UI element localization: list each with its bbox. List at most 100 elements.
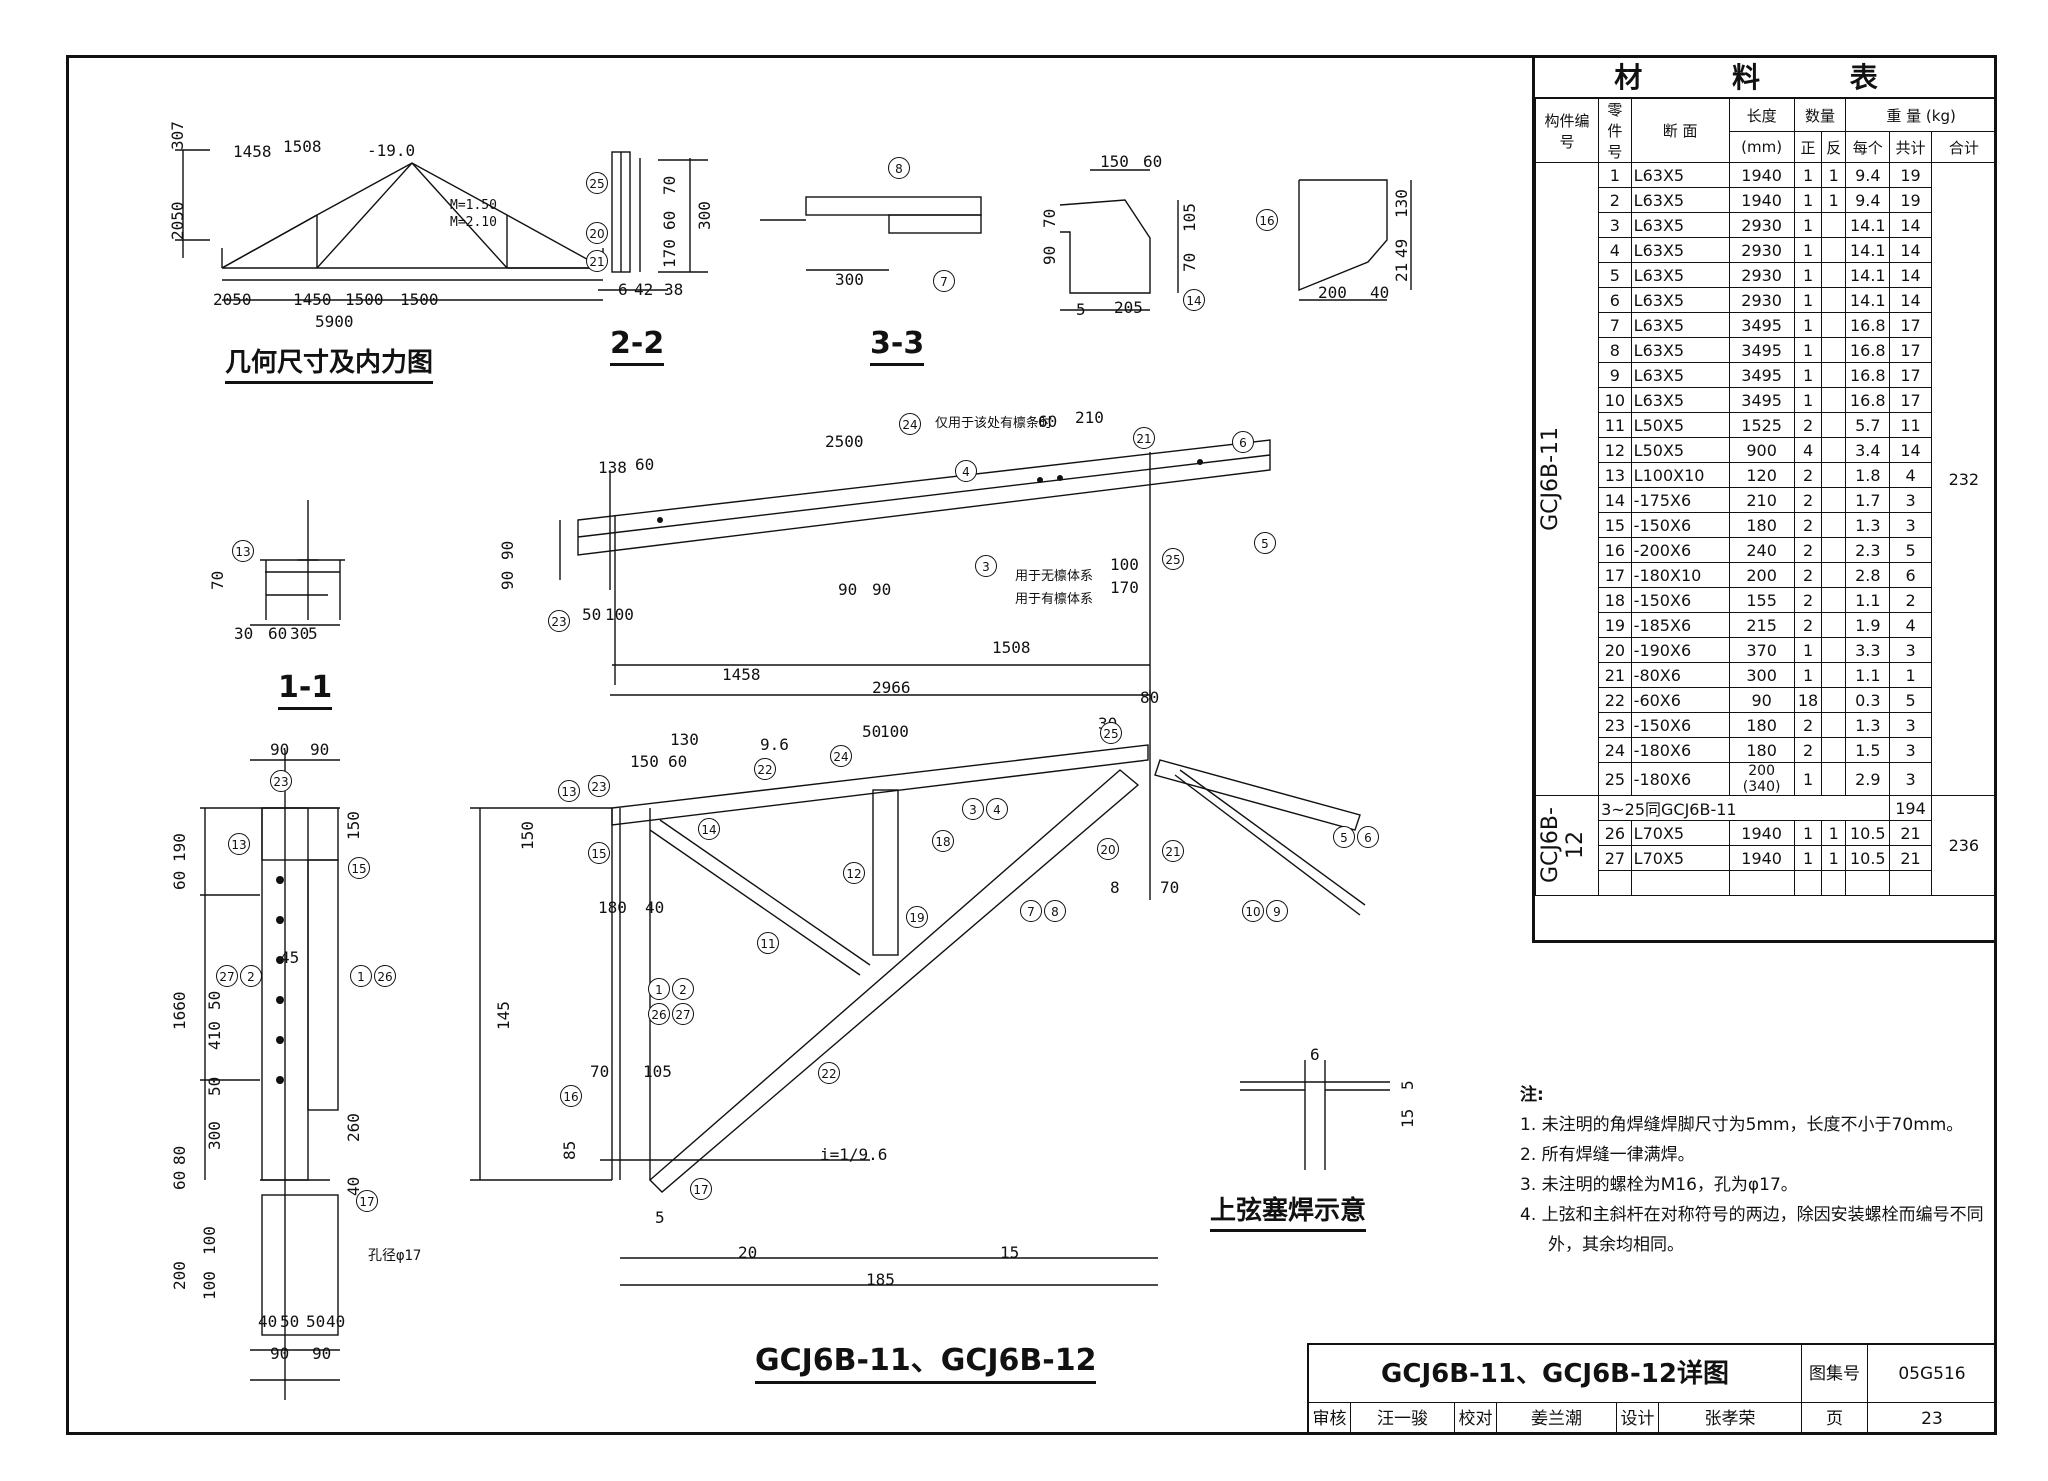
cell-each: 14.1 <box>1845 212 1891 238</box>
cell-no: 7 <box>1598 312 1632 338</box>
part-19-marker: 19 <box>906 906 928 928</box>
cell-sec: L63X5 <box>1630 362 1730 388</box>
sv-dim-90b: 90 <box>310 740 330 759</box>
cell-p: 1 <box>1793 337 1823 363</box>
sv-dim-45: 45 <box>280 948 300 967</box>
cell-sec: L70X5 <box>1630 820 1730 846</box>
p14-dim-70b: 70 <box>1180 252 1199 272</box>
cell-no: 21 <box>1598 662 1632 688</box>
cell-no: 27 <box>1598 845 1632 871</box>
cell-each: 1.9 <box>1845 612 1891 638</box>
part-4-main-marker: 4 <box>986 798 1008 820</box>
cell-sec: -80X6 <box>1630 662 1730 688</box>
tc-dim-1508: 1508 <box>992 638 1031 657</box>
mt-dim-45: 70 <box>590 1062 610 1081</box>
sv-dim-1660: 1660 <box>170 991 189 1030</box>
cell-n <box>1821 587 1847 613</box>
part-3-main-marker: 3 <box>962 798 984 820</box>
mt-dim-100b: 5 <box>655 1208 665 1227</box>
geo-dim-1500-b: 1500 <box>345 290 384 309</box>
col-each: 每个 <box>1845 131 1891 163</box>
mt-dim-2950: 185 <box>866 1270 895 1289</box>
sv-dim-50d: 50 <box>306 1312 326 1331</box>
cell-p: 2 <box>1793 587 1823 613</box>
cell-no: 1 <box>1598 162 1632 188</box>
cell-no: 8 <box>1598 337 1632 363</box>
cell-each: 2.8 <box>1845 562 1891 588</box>
cell-sec: L63X5 <box>1630 262 1730 288</box>
mt-dim-50: 50 <box>862 722 882 741</box>
note-item-2: 2. 所有焊缝一律满焊。 <box>1520 1145 1695 1165</box>
tc-dim-50: 50 <box>582 605 602 624</box>
cell-p: 1 <box>1793 362 1823 388</box>
material-table-title: 材 料 表 <box>1535 58 1997 98</box>
part-27-side-marker: 27 <box>216 965 238 987</box>
cell-tot: 21 <box>1889 820 1932 846</box>
sv-dim-40: 40 <box>344 1176 363 1196</box>
group-a-sum: 232 <box>1930 162 1998 796</box>
sv-hole-note: 孔径φ17 <box>368 1248 422 1264</box>
cell-sec: L100X10 <box>1630 462 1730 488</box>
cell-tot: 5 <box>1889 537 1932 563</box>
col-length-unit: (mm) <box>1728 131 1795 163</box>
cell-no: 5 <box>1598 262 1632 288</box>
cell-tot: 6 <box>1889 562 1932 588</box>
table-row-empty <box>1536 870 1997 896</box>
cell-len: 210 <box>1728 487 1795 513</box>
col-member-no: 构件编号 <box>1534 98 1600 163</box>
part-16-main-marker: 16 <box>560 1085 582 1107</box>
geo-dim-1508: 1508 <box>283 137 322 156</box>
p14-dim-105: 105 <box>1180 203 1199 232</box>
mt-dim-190: 40 <box>645 898 665 917</box>
mt-dim-1500: 15 <box>1000 1243 1020 1262</box>
cell-n <box>1821 687 1847 713</box>
cell-p: 1 <box>1793 387 1823 413</box>
s22-dim-300: 300 <box>695 201 714 230</box>
sv-dim-100b: 100 <box>200 1271 219 1300</box>
part-23-main-marker: 23 <box>588 775 610 797</box>
sv-dim-80: 80 <box>170 1145 189 1165</box>
cell-tot: 1 <box>1889 662 1932 688</box>
cell-no: 11 <box>1598 412 1632 438</box>
s11-dim-60: 60 <box>268 624 288 643</box>
p16-dim-200: 200 <box>1318 283 1347 302</box>
part-7-main-marker: 7 <box>1020 900 1042 922</box>
cell-each: 14.1 <box>1845 287 1891 313</box>
sv-dim-150: 150 <box>344 811 363 840</box>
mt-dim-100: 100 <box>880 722 909 741</box>
col-qty-neg: 反 <box>1821 131 1847 163</box>
cell-sec: L63X5 <box>1630 387 1730 413</box>
col-weight: 重 量 (kg) <box>1845 97 1997 133</box>
cell-sec: L63X5 <box>1630 237 1730 263</box>
cell-tot: 3 <box>1889 637 1932 663</box>
material-table-grid: 构件编号 零件号 断 面 长度 数量 重 量 (kg) (mm) 正 反 每个 … <box>1534 97 1998 896</box>
cell-empty <box>1630 870 1730 896</box>
mt-dim-2050: 145 <box>494 1001 513 1030</box>
geo-dim-1450-b: 1500 <box>400 290 439 309</box>
cell-sec: -175X6 <box>1630 487 1730 513</box>
cell-tot: 14 <box>1889 437 1932 463</box>
material-table: 材 料 表 构件编号 零件号 断 面 长度 数量 重 量 (kg) (mm) 正… <box>1532 58 1998 943</box>
cell-each: 5.7 <box>1845 412 1891 438</box>
cell-p: 1 <box>1793 237 1823 263</box>
page-label: 页 <box>1802 1403 1868 1435</box>
cell-len: 1940 <box>1728 820 1795 846</box>
section-1-1-title: 1-1 <box>278 670 333 710</box>
group-b-text: GCJ6B-12 <box>1538 807 1588 884</box>
s22-dim-60: 60 <box>660 210 679 230</box>
cell-each: 3.3 <box>1845 637 1891 663</box>
cell-p: 18 <box>1793 687 1823 713</box>
geo-dim-5900: 5900 <box>315 312 354 331</box>
geo-moment-150: M=1.50 <box>450 198 497 213</box>
cell-len: 900 <box>1728 437 1795 463</box>
cell-p: 1 <box>1793 662 1823 688</box>
cell-len: 3495 <box>1728 387 1795 413</box>
mt-dim-152: 150 <box>518 821 537 850</box>
